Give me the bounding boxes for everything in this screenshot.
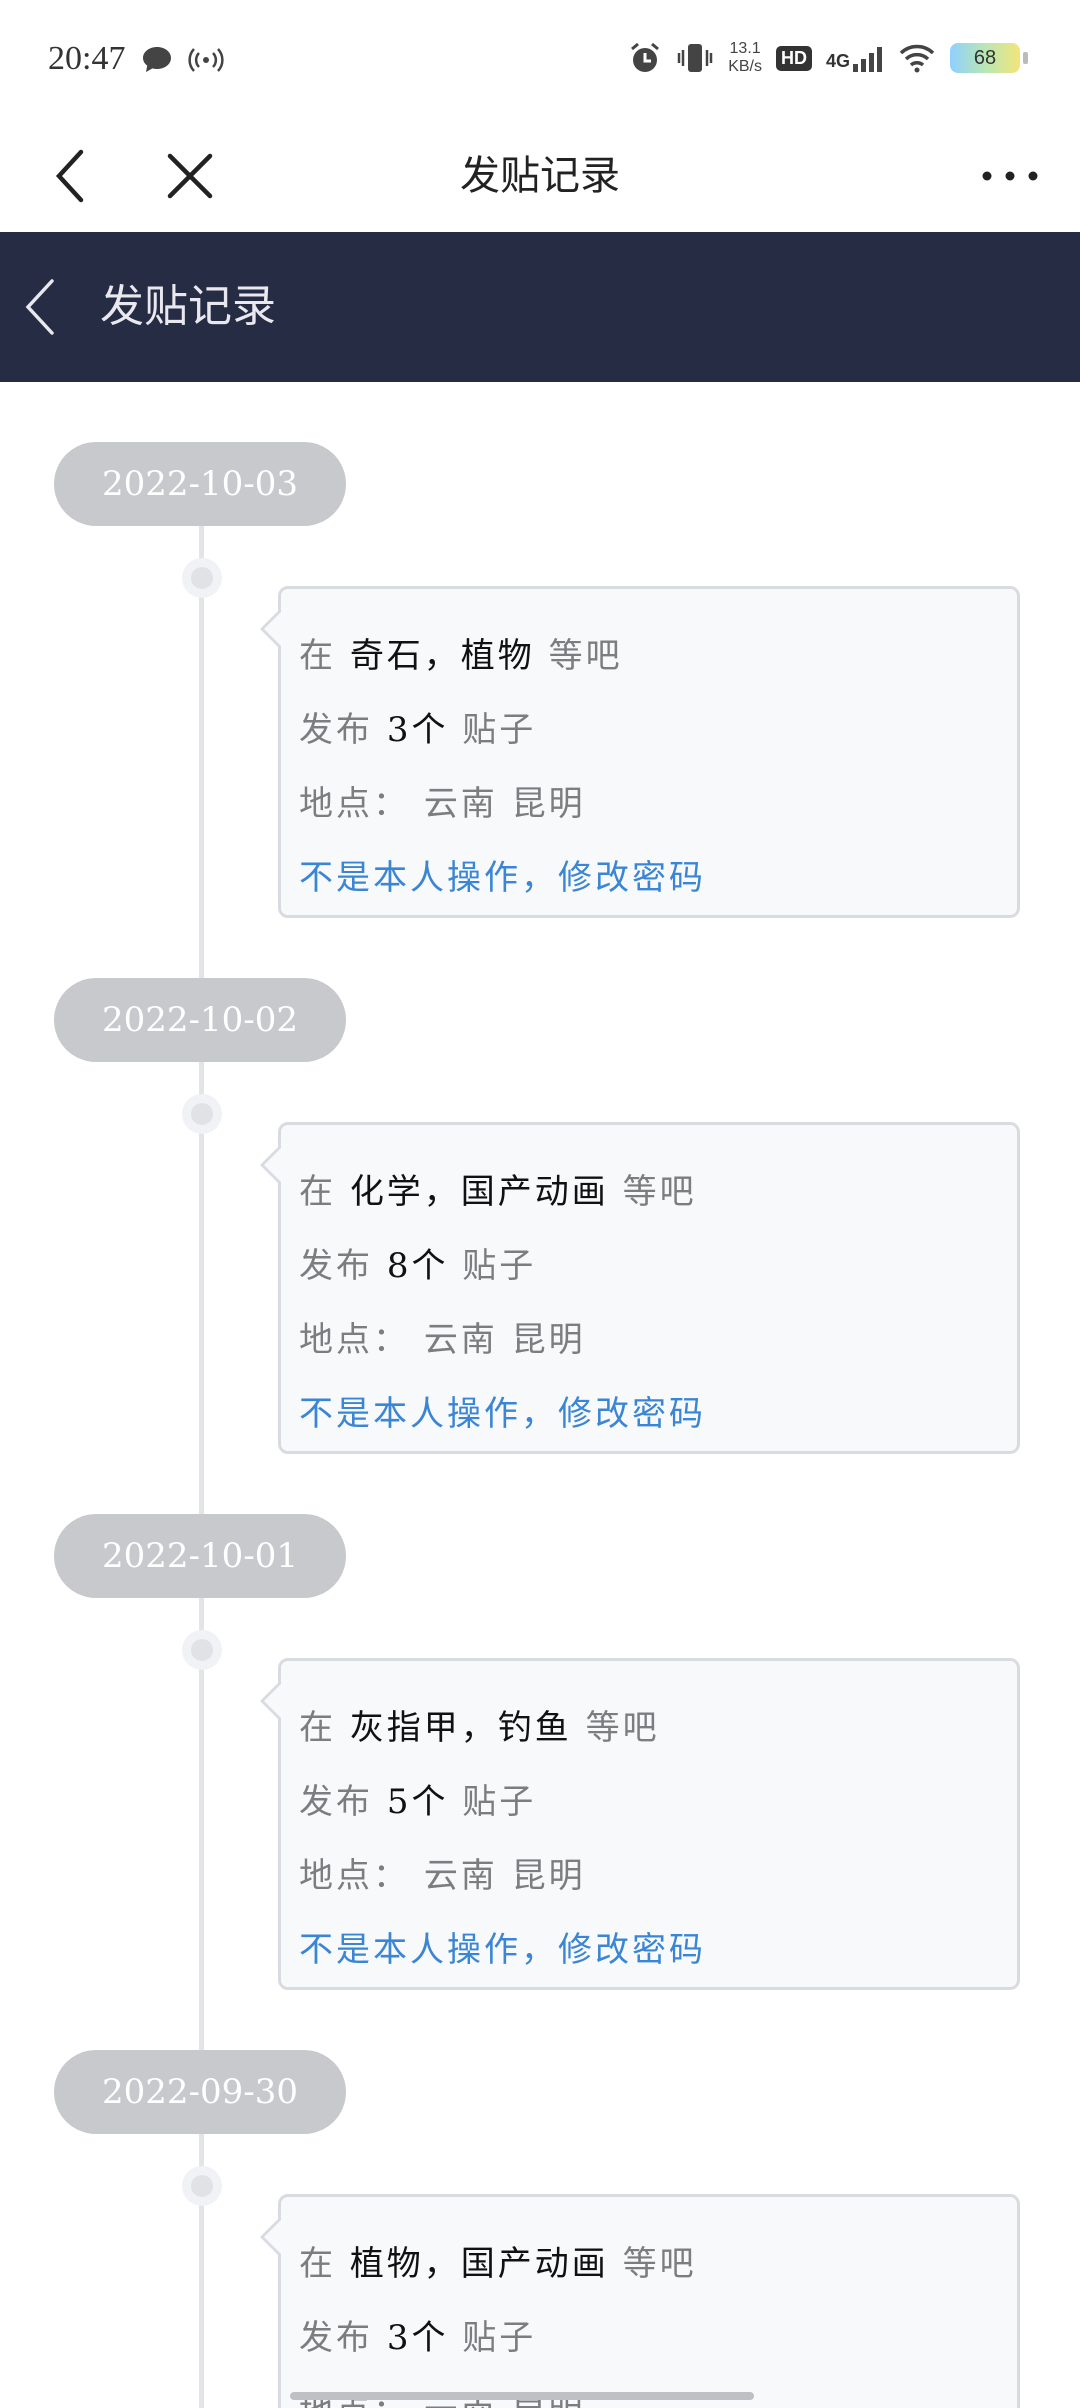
- in-label: 在: [299, 1172, 336, 1212]
- publish-label: 发布: [299, 1246, 373, 1286]
- in-label: 在: [299, 2244, 336, 2284]
- post-count: 3个: [386, 710, 449, 750]
- location-line: 地点： 云南 昆明: [299, 1839, 1017, 1913]
- speed-value: 13.1: [729, 40, 761, 57]
- change-password-link[interactable]: 不是本人操作，修改密码: [299, 1930, 706, 1970]
- publish-label: 发布: [299, 2318, 373, 2358]
- record-card: 在 灰指甲，钓鱼 等吧 发布 5个 贴子 地点： 云南 昆明 不是本人操作，修改…: [260, 1658, 1020, 1990]
- location-value: 云南 昆明: [423, 1320, 586, 1360]
- forums-line: 在 植物，国产动画 等吧: [299, 2227, 1017, 2301]
- forum-names: 植物，国产动画: [349, 2244, 609, 2284]
- timeline-node: [182, 2166, 222, 2206]
- status-time: 20:47: [48, 40, 126, 77]
- location-value: 云南 昆明: [423, 1856, 586, 1896]
- forum-suffix: 等吧: [585, 1708, 660, 1748]
- status-left-icons: [140, 44, 224, 76]
- in-label: 在: [299, 1708, 336, 1748]
- back-button[interactable]: [36, 120, 106, 232]
- forum-names: 灰指甲，钓鱼: [349, 1708, 572, 1748]
- publish-label: 发布: [299, 1782, 373, 1822]
- location-line: 地点： 云南 昆明: [299, 767, 1017, 841]
- location-label: 地点：: [299, 784, 410, 824]
- more-button[interactable]: [970, 120, 1050, 232]
- hotspot-icon: [188, 48, 224, 72]
- posts-suffix: 贴子: [462, 1782, 537, 1822]
- wifi-icon: [899, 44, 935, 73]
- timeline-node: [182, 1094, 222, 1134]
- status-bar: 20:47 13.1 KB/s HD 4G: [0, 0, 1080, 120]
- forums-line: 在 化学，国产动画 等吧: [299, 1155, 1017, 1229]
- posts-suffix: 贴子: [462, 2318, 537, 2358]
- forum-suffix: 等吧: [622, 2244, 697, 2284]
- forum-suffix: 等吧: [548, 636, 623, 676]
- date-badge: 2022-09-30: [54, 2050, 346, 2134]
- timeline-group: 2022-10-03 在 奇石，植物 等吧 发布 3个 贴子 地点： 云南 昆明…: [0, 382, 1080, 918]
- posts-suffix: 贴子: [462, 710, 537, 750]
- chevron-left-icon: [55, 149, 84, 203]
- count-line: 发布 8个 贴子: [299, 1229, 1017, 1303]
- hd-badge: HD: [775, 45, 812, 71]
- forum-names: 奇石，植物: [349, 636, 535, 676]
- signal-icon: [853, 47, 882, 72]
- chevron-left-icon: [25, 279, 54, 335]
- forums-line: 在 灰指甲，钓鱼 等吧: [299, 1691, 1017, 1765]
- header-title: 发贴记录: [100, 281, 276, 332]
- content-header: 发贴记录: [0, 232, 1080, 382]
- post-count: 5个: [386, 1782, 449, 1822]
- header-back-button[interactable]: [10, 267, 70, 347]
- more-icon: [982, 171, 1038, 181]
- in-label: 在: [299, 636, 336, 676]
- close-button[interactable]: [150, 120, 230, 232]
- speed-unit: KB/s: [728, 58, 762, 75]
- location-label: 地点：: [299, 1856, 410, 1896]
- posts-suffix: 贴子: [462, 1246, 537, 1286]
- battery-level: 68: [973, 46, 997, 69]
- status-right-icons: 13.1 KB/s HD 4G 68: [628, 40, 1028, 76]
- home-indicator[interactable]: [290, 2392, 754, 2400]
- timeline-group: 2022-09-30 在 植物，国产动画 等吧 发布 3个 贴子 地点： 云南 …: [0, 1990, 1080, 2408]
- message-icon: [143, 47, 171, 72]
- post-timeline: 2022-10-03 在 奇石，植物 等吧 发布 3个 贴子 地点： 云南 昆明…: [0, 382, 1080, 2408]
- vibrate-icon: [677, 44, 713, 72]
- post-count: 8个: [386, 1246, 449, 1286]
- forum-names: 化学，国产动画: [349, 1172, 609, 1212]
- post-count: 3个: [386, 2318, 449, 2358]
- forums-line: 在 奇石，植物 等吧: [299, 619, 1017, 693]
- timeline-group: 2022-10-02 在 化学，国产动画 等吧 发布 8个 贴子 地点： 云南 …: [0, 918, 1080, 1454]
- date-badge: 2022-10-02: [54, 978, 346, 1062]
- publish-label: 发布: [299, 710, 373, 750]
- top-nav: 发贴记录: [0, 120, 1080, 232]
- change-password-link[interactable]: 不是本人操作，修改密码: [299, 858, 706, 898]
- record-card: 在 植物，国产动画 等吧 发布 3个 贴子 地点： 云南 昆明 不是本人操作，修…: [260, 2194, 1020, 2408]
- timeline-line: [199, 522, 204, 2408]
- alarm-icon: [631, 42, 660, 72]
- location-value: 云南 昆明: [423, 784, 586, 824]
- date-badge: 2022-10-01: [54, 1514, 346, 1598]
- record-card: 在 奇石，植物 等吧 发布 3个 贴子 地点： 云南 昆明 不是本人操作，修改密…: [260, 586, 1020, 918]
- count-line: 发布 3个 贴子: [299, 693, 1017, 767]
- timeline-node: [182, 1630, 222, 1670]
- forum-suffix: 等吧: [622, 1172, 697, 1212]
- count-line: 发布 3个 贴子: [299, 2301, 1017, 2375]
- close-icon: [167, 153, 213, 199]
- date-badge: 2022-10-03: [54, 442, 346, 526]
- location-label: 地点：: [299, 1320, 410, 1360]
- record-card: 在 化学，国产动画 等吧 发布 8个 贴子 地点： 云南 昆明 不是本人操作，修…: [260, 1122, 1020, 1454]
- location-line: 地点： 云南 昆明: [299, 1303, 1017, 1377]
- network-speed: 13.1 KB/s: [728, 40, 762, 76]
- timeline-node: [182, 558, 222, 598]
- signal-group: 4G: [826, 44, 884, 72]
- count-line: 发布 5个 贴子: [299, 1765, 1017, 1839]
- timeline-group: 2022-10-01 在 灰指甲，钓鱼 等吧 发布 5个 贴子 地点： 云南 昆…: [0, 1454, 1080, 1990]
- change-password-link[interactable]: 不是本人操作，修改密码: [299, 1394, 706, 1434]
- network-type: 4G: [825, 51, 850, 71]
- battery-indicator: 68: [950, 43, 1028, 73]
